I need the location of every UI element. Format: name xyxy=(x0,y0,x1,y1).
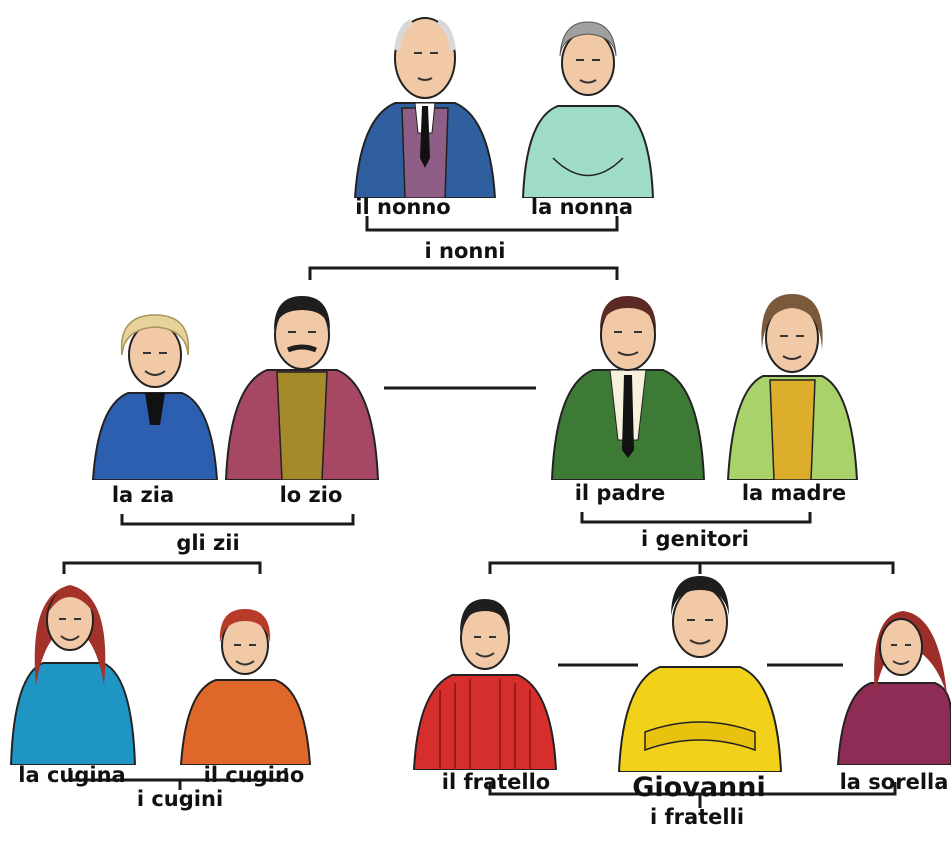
label-il-nonno: il nonno xyxy=(355,195,451,219)
padre-illustration xyxy=(550,296,706,480)
fratello-illustration xyxy=(412,599,558,770)
label-i-nonni: i nonni xyxy=(424,239,506,263)
label-i-genitori: i genitori xyxy=(641,527,749,551)
sorella-illustration xyxy=(836,611,951,765)
nonna-illustration xyxy=(521,21,655,198)
label-i-cugini: i cugini xyxy=(136,787,224,811)
label-la-nonna: la nonna xyxy=(530,195,634,219)
label-i-fratelli: i fratelli xyxy=(649,805,745,829)
nonni-children-line xyxy=(308,266,619,280)
nonni-bracket xyxy=(365,216,619,232)
cugino-illustration xyxy=(179,609,312,765)
label-il-fratello: il fratello xyxy=(441,770,551,794)
label-la-cugina: la cugina xyxy=(18,763,126,787)
label-il-padre: il padre xyxy=(574,481,666,505)
cugini-bracket xyxy=(68,768,288,790)
zia-illustration xyxy=(91,314,219,480)
label-la-madre: la madre xyxy=(741,481,847,505)
zio-illustration xyxy=(224,296,380,480)
fratelli-bracket xyxy=(488,782,897,808)
zii-children-line xyxy=(62,561,262,574)
label-il-cugino: il cugino xyxy=(203,763,305,787)
label-la-sorella: la sorella xyxy=(839,770,949,794)
zii-bracket xyxy=(120,514,355,526)
cugina-illustration xyxy=(9,585,137,765)
madre-illustration xyxy=(726,294,859,480)
label-la-zia: la zia xyxy=(111,483,175,507)
label-gli-zii: gli zii xyxy=(176,531,240,555)
genitori-children-line xyxy=(488,561,895,574)
giovanni-illustration xyxy=(617,576,783,772)
nonno-illustration xyxy=(353,17,497,198)
label-lo-zio: lo zio xyxy=(279,483,343,507)
genitori-bracket xyxy=(580,512,812,524)
label-giovanni: Giovanni xyxy=(632,772,766,803)
